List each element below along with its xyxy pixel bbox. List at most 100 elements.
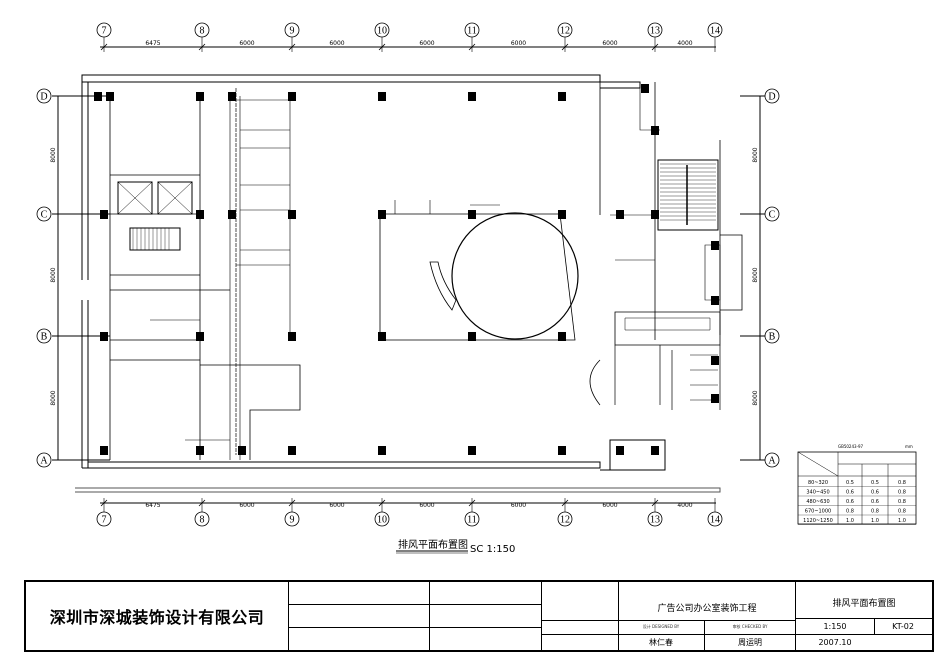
plan-title: 排风平面布置图 [398, 538, 468, 551]
column [711, 394, 719, 403]
dim-span-x: 6000 [419, 40, 434, 47]
table-cell: 0.8 [846, 509, 854, 515]
table-cell: 0.8 [898, 480, 906, 486]
dim-span-x: 6000 [511, 40, 526, 47]
column [100, 446, 108, 455]
round-meeting-room [451, 212, 579, 340]
dim-span-x: 4000 [677, 40, 692, 47]
drawing-date: 2007.10 [818, 637, 852, 647]
column [100, 332, 108, 341]
curved-entry [589, 359, 601, 406]
dim-span-y: 8000 [50, 147, 57, 162]
dim-span-x: 6475 [145, 40, 160, 47]
table-cell: 0.5 [846, 480, 854, 486]
column [468, 332, 476, 341]
column [616, 210, 624, 219]
axis-label-B: B [769, 332, 776, 343]
table-cell: 0.6 [871, 490, 879, 496]
axis-label-D: D [768, 92, 775, 103]
column [711, 356, 719, 365]
axis-label-C: C [41, 210, 48, 221]
table-cell: 80~320 [808, 480, 828, 486]
west-wall-lower [81, 300, 89, 468]
column [378, 332, 386, 341]
axis-bubble-A [36, 452, 52, 468]
dim-span-x: 6000 [329, 502, 344, 509]
table-cell: 0.6 [871, 499, 879, 505]
plan-scale: SC 1:150 [470, 544, 515, 555]
dim-span-y: 8000 [50, 390, 57, 405]
axis-label-9: 9 [290, 26, 295, 37]
column [196, 92, 204, 101]
column [378, 210, 386, 219]
curved-counter [429, 261, 457, 311]
axis-bubble-A [764, 452, 780, 468]
axis-bubble-B [764, 328, 780, 344]
column [288, 446, 296, 455]
column [94, 92, 102, 101]
axis-label-11: 11 [467, 515, 477, 526]
dim-span-x: 6000 [419, 502, 434, 509]
table-cell: 0.6 [846, 490, 854, 496]
axis-label-8: 8 [200, 26, 205, 37]
table-cell: 1.0 [898, 518, 906, 524]
axis-bubble-B [36, 328, 52, 344]
column [468, 92, 476, 101]
structural-columns [94, 84, 719, 455]
table-cell: 0.6 [846, 499, 854, 505]
column [468, 446, 476, 455]
column [468, 210, 476, 219]
elevator-shafts [117, 181, 193, 215]
axis-label-12: 12 [560, 515, 570, 526]
axis-label-9: 9 [290, 515, 295, 526]
table-cell: 1120~1250 [803, 518, 833, 524]
checker-label: 审核 CHECKED BY [732, 624, 768, 629]
axis-label-11: 11 [467, 26, 477, 37]
column [228, 92, 236, 101]
south-annex [600, 439, 666, 471]
table-cell: 0.8 [898, 509, 906, 515]
west-wall-upper [81, 75, 89, 280]
axis-label-13: 13 [650, 515, 660, 526]
axis-bubble-C [764, 206, 780, 222]
designer-label: 设计 DESIGNED BY [642, 624, 680, 629]
table-cell: 340~450 [806, 490, 829, 496]
axis-label-14: 14 [710, 26, 720, 37]
dim-span-y: 8000 [752, 390, 759, 405]
column [651, 210, 659, 219]
axis-bubble-C [36, 206, 52, 222]
table-cell: 480~630 [806, 499, 829, 505]
column [558, 446, 566, 455]
table-cell: 670~1000 [805, 509, 831, 515]
axis-label-7: 7 [102, 26, 107, 37]
dim-span-y: 8000 [50, 267, 57, 282]
column [378, 92, 386, 101]
table-cell: 0.8 [871, 509, 879, 515]
dim-span-x: 4000 [677, 502, 692, 509]
axis-label-D: D [40, 92, 47, 103]
column [288, 210, 296, 219]
axis-label-A: A [40, 456, 48, 467]
column [711, 241, 719, 250]
dim-span-x: 6000 [239, 40, 254, 47]
table-cell: 1.0 [871, 518, 879, 524]
table-cell: 0.5 [871, 480, 879, 486]
axis-label-C: C [769, 210, 776, 221]
table-cell: 0.8 [898, 499, 906, 505]
dim-span-x: 6000 [602, 502, 617, 509]
column [100, 210, 108, 219]
north-wall [81, 74, 601, 83]
dim-span-x: 6475 [145, 502, 160, 509]
column [651, 446, 659, 455]
column [378, 446, 386, 455]
table-cell: 0.8 [898, 490, 906, 496]
axis-label-B: B [41, 332, 48, 343]
table-header-left: GB50243-97 [838, 444, 864, 449]
drawing-scale: 1:150 [823, 622, 847, 631]
axis-label-13: 13 [650, 26, 660, 37]
dim-span-x: 6000 [511, 502, 526, 509]
column [616, 446, 624, 455]
